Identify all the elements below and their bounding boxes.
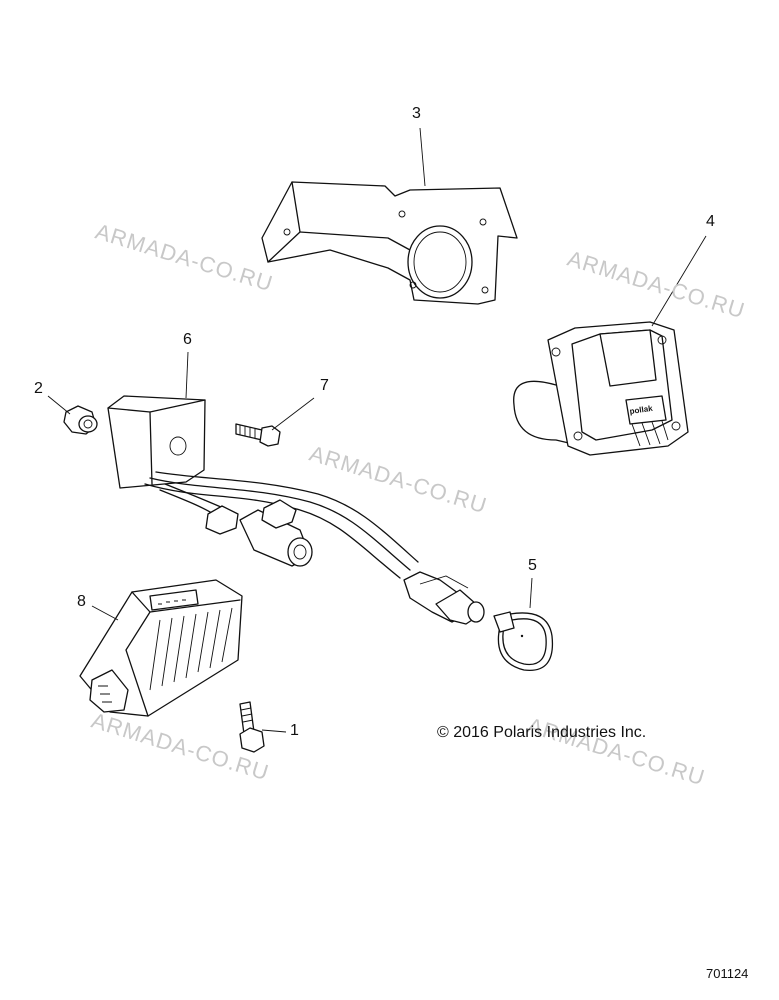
part-3-bracket <box>261 127 518 305</box>
callout-1: 1 <box>290 722 299 739</box>
copyright-notice: © 2016 Polaris Industries Inc. <box>437 724 647 741</box>
part-6-harness-module <box>107 351 485 625</box>
callout-8: 8 <box>77 593 86 610</box>
part-4-trailer-connector <box>513 235 707 456</box>
part-1-bolt <box>239 701 287 753</box>
callout-3: 3 <box>412 105 421 122</box>
callout-6: 6 <box>183 331 192 348</box>
part-5-cable-tie <box>493 577 554 671</box>
part-2-nut <box>47 395 98 435</box>
callout-5: 5 <box>528 557 537 574</box>
callout-4: 4 <box>706 213 715 230</box>
part-7-bolt <box>235 397 315 447</box>
brand-label: pollak <box>629 404 654 416</box>
part-8-voltage-regulator <box>79 579 243 717</box>
document-number: 701124 <box>706 966 749 981</box>
callout-2: 2 <box>34 380 43 397</box>
callout-7: 7 <box>320 377 329 394</box>
